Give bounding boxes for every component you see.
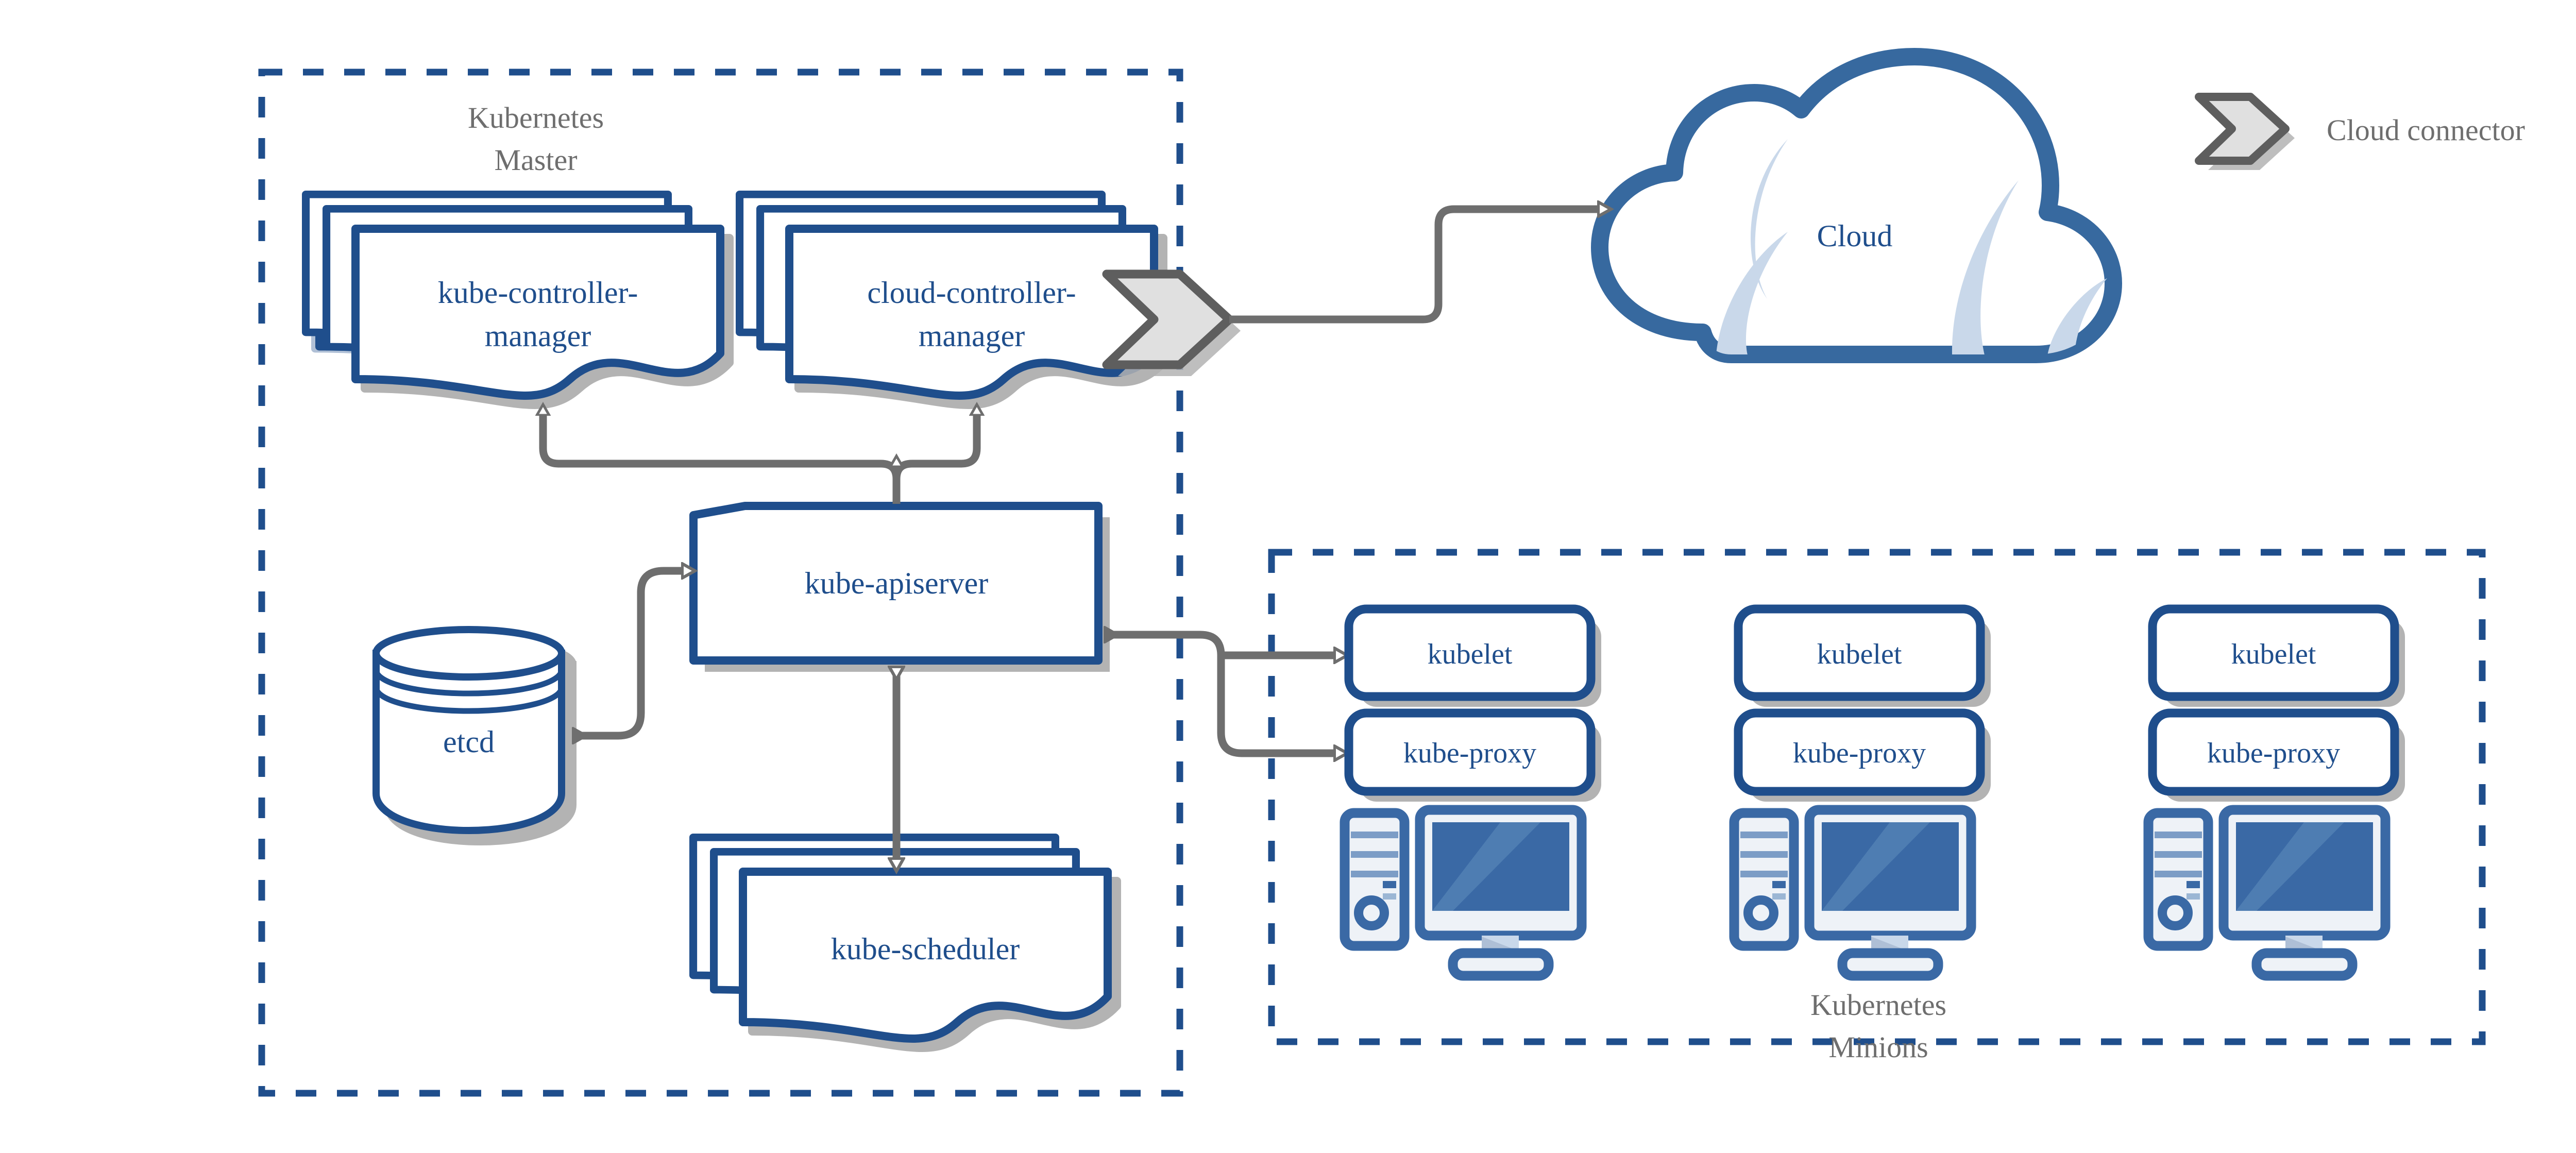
node-cloud-controller-manager[interactable]: cloud-controller- manager xyxy=(740,194,1167,409)
connector-apiserver-to-controllers xyxy=(543,412,977,504)
legend: Cloud connector xyxy=(2195,93,2525,170)
kubelet-box[interactable] xyxy=(2148,604,2399,701)
cloud-accents xyxy=(1716,139,2107,354)
master-group-label-line1: Kubernetes xyxy=(468,101,604,134)
kubelet-box[interactable] xyxy=(1734,604,1985,701)
computer-icon xyxy=(2143,805,2391,981)
doc-front xyxy=(785,225,1158,400)
minion-node-2: kubelet kube-proxy xyxy=(1729,604,1991,981)
master-group-label-line2: Master xyxy=(494,143,577,177)
doc-front xyxy=(739,868,1112,1043)
kube-proxy-label: kube-proxy xyxy=(1403,737,1536,769)
minions-group-label-line1: Kubernetes xyxy=(1810,988,1946,1022)
kubelet-label: kubelet xyxy=(1817,638,1902,670)
cloud-label: Cloud xyxy=(1817,219,1893,253)
kube-controller-manager-label-line1: kube-controller- xyxy=(438,276,638,310)
cloud-controller-manager-label-line2: manager xyxy=(919,319,1025,353)
computer-icon xyxy=(1729,805,1976,981)
doc-front xyxy=(351,225,724,400)
connector-ccm-to-cloud xyxy=(1229,209,1601,324)
cloud-shape xyxy=(1591,48,2122,363)
kubelet-label: kubelet xyxy=(1428,638,1513,670)
kube-apiserver-label: kube-apiserver xyxy=(805,566,989,600)
kube-proxy-box[interactable] xyxy=(1734,708,1985,796)
kubelet-box[interactable] xyxy=(1344,604,1596,701)
kube-scheduler-label: kube-scheduler xyxy=(831,932,1020,966)
etcd-body xyxy=(372,650,565,835)
node-cloud[interactable]: Cloud xyxy=(1591,48,2122,366)
kube-proxy-box[interactable] xyxy=(2148,708,2399,796)
minion-node-3: kubelet kube-proxy xyxy=(2143,604,2405,981)
etcd-top xyxy=(372,626,565,681)
kube-controller-manager-label-line2: manager xyxy=(485,319,591,353)
cloud-connector-icon xyxy=(1102,269,1241,376)
connector-apiserver-to-minion-agents xyxy=(1108,635,1337,753)
connector-etcd-apiserver xyxy=(576,571,685,736)
cloud-controller-manager-label-line1: cloud-controller- xyxy=(867,276,1076,310)
node-kube-scheduler[interactable]: kube-scheduler xyxy=(693,837,1121,1052)
kube-proxy-label: kube-proxy xyxy=(2207,737,2340,769)
chevron-shape xyxy=(1102,269,1234,369)
etcd-ring-2 xyxy=(373,686,565,714)
node-etcd[interactable]: etcd xyxy=(372,626,577,846)
kube-proxy-box[interactable] xyxy=(1344,708,1596,796)
legend-label-cloud-connector: Cloud connector xyxy=(2327,113,2525,147)
minions-group-label-line2: Minions xyxy=(1828,1030,1928,1064)
minions-dashed-border xyxy=(1268,549,2486,1045)
kubelet-label: kubelet xyxy=(2231,638,2316,670)
etcd-ring-1 xyxy=(373,669,565,697)
legend-chevron-connector-icon xyxy=(2195,93,2295,170)
etcd-label: etcd xyxy=(443,725,495,759)
minion-node-1: kubelet kube-proxy xyxy=(1340,604,1601,981)
kube-proxy-label: kube-proxy xyxy=(1793,737,1926,769)
node-kube-controller-manager[interactable]: kube-controller- manager xyxy=(306,194,734,409)
group-kubernetes-minions: Kubernetes Minions xyxy=(1268,549,2486,1064)
computer-icon xyxy=(1340,805,1587,981)
master-dashed-border xyxy=(258,69,1183,1097)
group-kubernetes-master: Kubernetes Master xyxy=(258,69,1183,1097)
node-kube-apiserver[interactable]: kube-apiserver xyxy=(689,502,1110,672)
